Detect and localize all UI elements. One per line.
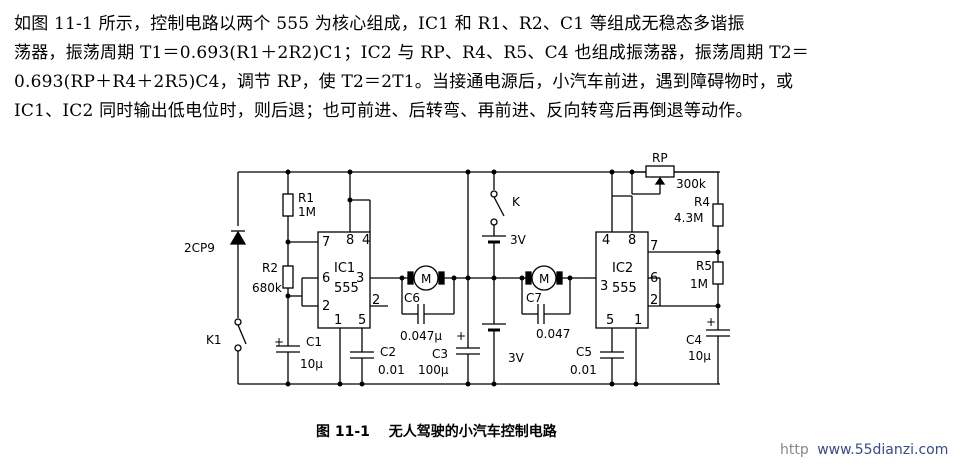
motor-2 <box>520 265 582 291</box>
r2-label: R2 <box>262 261 278 275</box>
ic2-pin-5: 5 <box>606 313 614 328</box>
c4-label: C4 <box>686 333 702 347</box>
battery-bottom-value: 3V <box>508 351 525 365</box>
capacitor-c2 <box>350 342 374 384</box>
battery-top <box>482 225 506 278</box>
r5-label: R5 <box>696 259 712 273</box>
r4-label: R4 <box>694 195 710 209</box>
motor-1-symbol: M <box>421 272 431 286</box>
figure-title: 无人驾驶的小汽车控制电路 <box>388 424 557 440</box>
description-paragraph: 如图 11-1 所示，控制电路以两个 555 为核心组成，IC1 和 R1、R2… <box>14 10 950 126</box>
capacitor-c7 <box>521 278 571 324</box>
ic2-pin-7: 7 <box>650 239 658 254</box>
c1-plus: + <box>274 335 284 349</box>
ic1-pin-2: 2 <box>322 299 330 314</box>
ic1-pin-3: 3 <box>356 271 364 286</box>
c4-plus: + <box>706 315 716 329</box>
c3-value: 100μ <box>418 363 449 377</box>
rp-value: 300k <box>676 177 706 191</box>
ic1-pin-8: 8 <box>346 233 354 248</box>
ic2-pin-8: 8 <box>628 233 636 248</box>
c5-label: C5 <box>576 345 592 359</box>
r1-value: 1M <box>298 205 316 219</box>
ic1-pin-7: 7 <box>322 235 330 250</box>
figure-caption: 图 11-1 无人驾驶的小汽车控制电路 <box>316 421 571 441</box>
ic1-pin-5: 5 <box>358 313 366 328</box>
ic1-type: 555 <box>334 281 359 296</box>
diode-2cp9 <box>229 172 247 318</box>
ic2-pin-4: 4 <box>602 233 610 248</box>
ic2-pin-1: 1 <box>634 313 642 328</box>
resistor-r4 <box>712 172 724 262</box>
capacitor-c5 <box>600 342 624 384</box>
ic1-pin-6: 6 <box>322 271 330 286</box>
c7-value: 0.047 <box>536 327 570 341</box>
ic1-chip <box>317 172 392 384</box>
diode-label: 2CP9 <box>184 241 215 255</box>
capacitor-c4 <box>706 329 730 384</box>
ic2-chip <box>582 172 718 384</box>
battery-top-value: 3V <box>510 233 527 247</box>
c6-label: C6 <box>404 291 420 305</box>
r5-value: 1M <box>690 277 708 291</box>
c4-value: 10μ <box>688 349 711 363</box>
watermark-site: www.55dianzi.com <box>817 442 949 458</box>
ic1-name: IC1 <box>334 261 355 276</box>
c7-label: C7 <box>526 291 542 305</box>
paragraph-line-4: IC1、IC2 同时输出低电位时，则后退；也可前进、后转弯、再前进、反向转弯后再… <box>14 101 753 121</box>
ic2-pin-3: 3 <box>600 279 608 294</box>
c1-label: C1 <box>306 335 322 349</box>
resistor-r1 <box>282 172 294 266</box>
rp-label: RP <box>652 151 668 165</box>
paragraph-line-3: 0.693(RP＋R4＋2R5)C4，调节 RP，使 T2＝2T1。当接通电源后… <box>14 72 794 92</box>
c2-label: C2 <box>380 345 396 359</box>
r2-value: 680k <box>252 281 282 295</box>
c2-value: 0.01 <box>378 363 405 377</box>
capacitor-c1 <box>276 326 300 384</box>
switch-k-label: K <box>512 195 521 209</box>
ic2-pin-6: 6 <box>650 271 658 286</box>
ic1-pin-2-right: 2 <box>372 293 380 308</box>
switch-k <box>490 172 505 226</box>
r1-label: R1 <box>298 191 314 205</box>
junction-dots <box>285 169 721 387</box>
paragraph-line-1: 如图 11-1 所示，控制电路以两个 555 为核心组成，IC1 和 R1、R2… <box>14 14 745 34</box>
ic1-pin-1: 1 <box>334 313 342 328</box>
c5-value: 0.01 <box>570 363 597 377</box>
potentiometer-rp <box>631 165 718 195</box>
ic1-pin-4: 4 <box>362 233 370 248</box>
site-watermark: http www.55dianzi.com <box>780 442 948 458</box>
c3-label: C3 <box>432 347 448 361</box>
figure-number: 图 11-1 <box>316 424 370 440</box>
capacitor-c3 <box>456 347 480 355</box>
c6-value: 0.047μ <box>400 329 442 343</box>
capacitor-c6 <box>401 278 455 324</box>
paragraph-line-2: 荡器，振荡周期 T1＝0.693(R1＋2R2)C1；IC2 与 RP、R4、R… <box>14 43 809 63</box>
ic2-type: 555 <box>612 281 637 296</box>
watermark-prefix: http <box>780 442 809 458</box>
c3-plus: + <box>456 329 466 343</box>
switch-k1 <box>234 318 247 384</box>
ic2-pin-2: 2 <box>650 293 658 308</box>
motor-2-symbol: M <box>539 272 549 286</box>
ic2-name: IC2 <box>612 261 633 276</box>
r4-value: 4.3M <box>674 211 703 225</box>
c1-value: 10μ <box>300 357 323 371</box>
k1-label: K1 <box>206 333 222 347</box>
battery-bottom <box>482 278 506 384</box>
